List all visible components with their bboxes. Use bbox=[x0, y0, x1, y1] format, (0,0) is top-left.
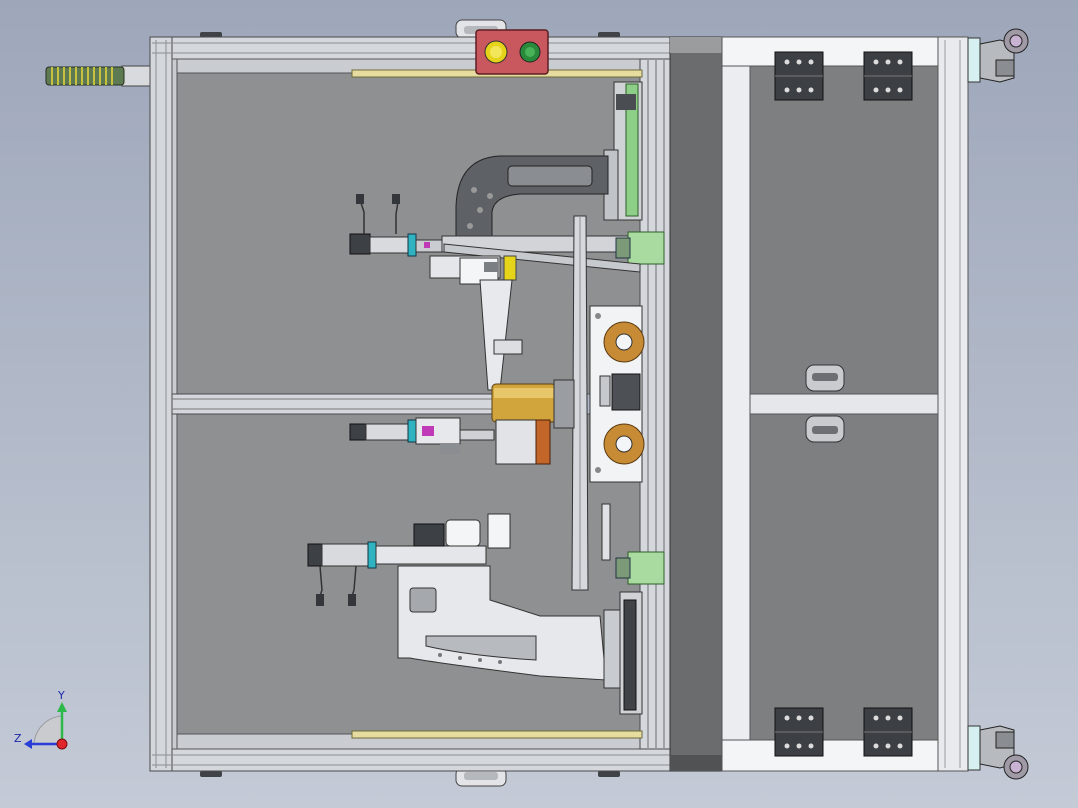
bottom-vertical-slide[interactable] bbox=[603, 591, 643, 715]
lower-l-bracket[interactable] bbox=[397, 565, 607, 681]
caster-bottom[interactable] bbox=[967, 725, 1029, 780]
lower-motor-assembly[interactable] bbox=[307, 513, 511, 569]
lower-guide-block[interactable] bbox=[615, 551, 665, 585]
top-vertical-slide[interactable] bbox=[603, 81, 643, 221]
triad-z-label: Z bbox=[14, 732, 22, 745]
lower-door-panel bbox=[749, 413, 939, 741]
hinge-bottom-left bbox=[774, 707, 824, 757]
brass-spindle[interactable] bbox=[491, 379, 575, 429]
door-handle-upper[interactable] bbox=[805, 364, 845, 392]
caster-top[interactable] bbox=[967, 28, 1029, 83]
triad-origin bbox=[56, 738, 68, 750]
roller-mount-plate[interactable] bbox=[589, 305, 645, 483]
door-handle-lower[interactable] bbox=[805, 415, 845, 443]
dark-c-bracket[interactable] bbox=[455, 155, 609, 241]
upper-door-panel bbox=[749, 65, 939, 395]
vertical-slot bbox=[601, 503, 611, 561]
hinge-top-right bbox=[863, 51, 913, 101]
vertical-disk[interactable] bbox=[571, 215, 589, 591]
control-button-box[interactable] bbox=[475, 29, 549, 75]
bottom-handle[interactable] bbox=[455, 767, 507, 787]
hinge-bottom-right bbox=[863, 707, 913, 757]
right-cabinet[interactable] bbox=[721, 36, 969, 772]
threaded-rod[interactable] bbox=[45, 65, 151, 87]
upper-actuator[interactable] bbox=[349, 231, 665, 265]
center-divider-panel bbox=[669, 36, 723, 772]
middle-actuator[interactable] bbox=[349, 417, 551, 465]
coordinate-triad bbox=[24, 702, 68, 750]
hinge-top-left bbox=[774, 51, 824, 101]
vertical-support[interactable] bbox=[479, 279, 523, 391]
triad-y-label: Y bbox=[58, 689, 65, 702]
hinges[interactable] bbox=[774, 51, 913, 757]
